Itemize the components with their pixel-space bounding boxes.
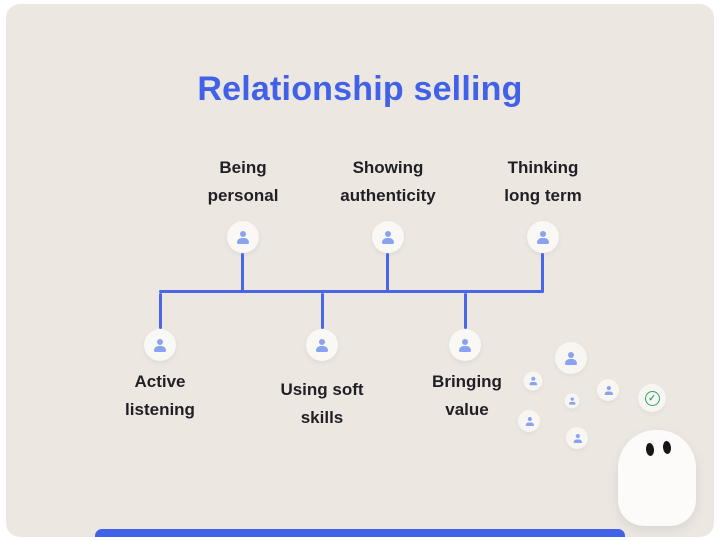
person-icon xyxy=(568,397,575,404)
label-line: skills xyxy=(300,408,344,427)
label-line: long term xyxy=(504,186,582,205)
label-line: Being xyxy=(219,158,267,177)
connector-line-vertical xyxy=(159,293,162,329)
connector-line-vertical xyxy=(386,253,389,293)
decor-person-circle xyxy=(566,427,588,449)
node-circle-thinking-long-term xyxy=(527,221,559,253)
person-icon xyxy=(537,231,550,244)
node-circle-bringing-value xyxy=(449,329,481,361)
label-line: personal xyxy=(207,186,279,205)
decor-person-circle xyxy=(597,379,619,401)
person-icon xyxy=(237,231,250,244)
page-title: Relationship selling xyxy=(197,70,523,108)
node-label-being-personal: Being personal xyxy=(208,154,279,210)
person-icon xyxy=(459,339,472,352)
person-icon xyxy=(382,231,395,244)
node-label-thinking-long-term: Thinking long term xyxy=(504,154,581,210)
connector-line-horizontal xyxy=(159,290,544,293)
label-line: value xyxy=(445,400,489,419)
node-circle-showing-authenticity xyxy=(372,221,404,253)
node-label-using-soft-skills: Using soft skills xyxy=(280,376,363,432)
label-line: Thinking xyxy=(507,158,579,177)
node-circle-using-soft-skills xyxy=(306,329,338,361)
decor-person-circle xyxy=(518,410,540,432)
node-circle-being-personal xyxy=(227,221,259,253)
decor-person-circle xyxy=(564,393,580,409)
person-icon xyxy=(603,385,612,394)
decor-check-circle: ✓ xyxy=(638,384,666,412)
node-circle-active-listening xyxy=(144,329,176,361)
label-line: Bringing xyxy=(432,372,502,391)
person-icon xyxy=(154,339,167,352)
label-line: Using soft xyxy=(280,380,364,399)
connector-line-vertical xyxy=(321,293,324,329)
label-line: Showing xyxy=(352,158,424,177)
connector-line-vertical xyxy=(241,253,244,293)
person-icon xyxy=(524,416,533,425)
label-line: Active xyxy=(134,372,186,391)
ghost-eye-icon xyxy=(662,440,672,455)
ghost-eye-icon xyxy=(645,442,655,457)
slide-card: Relationship selling Being personal Show… xyxy=(6,4,714,537)
ghost-mascot xyxy=(618,430,696,526)
connector-line-vertical xyxy=(541,253,544,293)
node-label-bringing-value: Bringing value xyxy=(432,368,502,424)
connector-line-vertical xyxy=(464,293,467,329)
decor-person-circle xyxy=(555,342,587,374)
person-icon xyxy=(529,377,537,385)
bottom-accent-bar xyxy=(95,529,625,537)
person-icon xyxy=(316,339,329,352)
node-label-active-listening: Active listening xyxy=(125,368,195,424)
label-line: authenticity xyxy=(340,186,436,205)
label-line: listening xyxy=(125,400,195,419)
check-icon: ✓ xyxy=(644,390,660,406)
person-icon xyxy=(565,352,578,365)
node-label-showing-authenticity: Showing authenticity xyxy=(340,154,435,210)
decor-person-circle xyxy=(523,371,543,391)
person-icon xyxy=(572,433,581,442)
